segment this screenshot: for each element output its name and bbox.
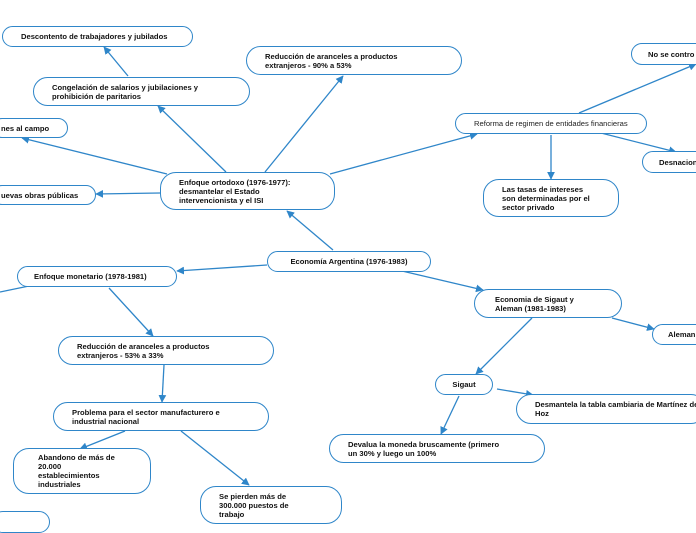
link-sigaut-devalua (440, 395, 460, 435)
link-sigautaleman-aleman (611, 317, 655, 331)
node-aleman[interactable]: Aleman (652, 324, 696, 345)
link-ortodoxo-campo (21, 135, 168, 175)
node-tasas-intereses[interactable]: Las tasas de intereses son determinadas … (483, 179, 619, 217)
link-root-monetario (176, 264, 268, 275)
node-obras-publicas[interactable]: uevas obras públicas (0, 185, 96, 205)
node-descontento[interactable]: Descontento de trabajadores y jubilados (2, 26, 193, 47)
node-congelacion[interactable]: Congelación de salarios y jubilaciones y… (33, 77, 250, 106)
link-ortodoxo-reforma (329, 132, 478, 175)
link-root-ortodoxo (286, 210, 334, 251)
node-enfoque-ortodoxo[interactable]: Enfoque ortodoxo (1976-1977): desmantela… (160, 172, 335, 210)
link-reduccion53-problema (158, 364, 167, 403)
link-problema-abandono (79, 430, 126, 451)
link-root-sigaut-aleman (401, 270, 484, 293)
node-reduccion-90-53[interactable]: Reducción de aranceles a productos extra… (246, 46, 462, 75)
link-reforma-nosecontrol (578, 63, 696, 114)
node-no-se-control[interactable]: No se contro (631, 43, 696, 65)
link-ortodoxo-reduccion90 (264, 75, 344, 173)
node-reduccion-53-33[interactable]: Reducción de aranceles a productos extra… (58, 336, 274, 365)
node-economia-argentina[interactable]: Economía Argentina (1976-1983) (267, 251, 431, 272)
node-desnacion[interactable]: Desnacion (642, 151, 696, 173)
link-congelacion-descontento (103, 46, 129, 77)
node-campo[interactable]: nes al campo (0, 118, 68, 138)
link-ortodoxo-obras (95, 189, 161, 198)
node-economia-sigaut-aleman[interactable]: Economia de Sigaut y Aleman (1981-1983) (474, 289, 622, 318)
link-sigautaleman-sigaut (475, 317, 533, 375)
node-abandono-establecimientos[interactable]: Abandono de más de 20.000 establecimient… (13, 448, 151, 494)
link-monetario-left (0, 285, 30, 293)
connector-layer (0, 46, 696, 486)
link-monetario-reduccion53 (108, 287, 154, 337)
node-reforma-financiera[interactable]: Reforma de regimen de entidades financie… (455, 113, 647, 134)
node-desmantela-tabla[interactable]: Desmantela la tabla cambiaria de Martíne… (516, 394, 696, 424)
node-problema-manufacturero[interactable]: Problema para el sector manufacturero e … (53, 402, 269, 431)
node-sigaut[interactable]: Sigaut (435, 374, 493, 395)
node-enfoque-monetario[interactable]: Enfoque monetario (1978-1981) (17, 266, 177, 287)
node-devalua-moneda[interactable]: Devalua la moneda bruscamente (primero u… (329, 434, 545, 463)
node-puestos-trabajo[interactable]: Se pierden más de 300.000 puestos de tra… (200, 486, 342, 524)
link-reforma-desnacion (600, 132, 677, 155)
link-problema-pierden (180, 430, 250, 486)
link-ortodoxo-congelacion (157, 105, 227, 173)
node-partial-bottom-left[interactable] (0, 511, 50, 533)
